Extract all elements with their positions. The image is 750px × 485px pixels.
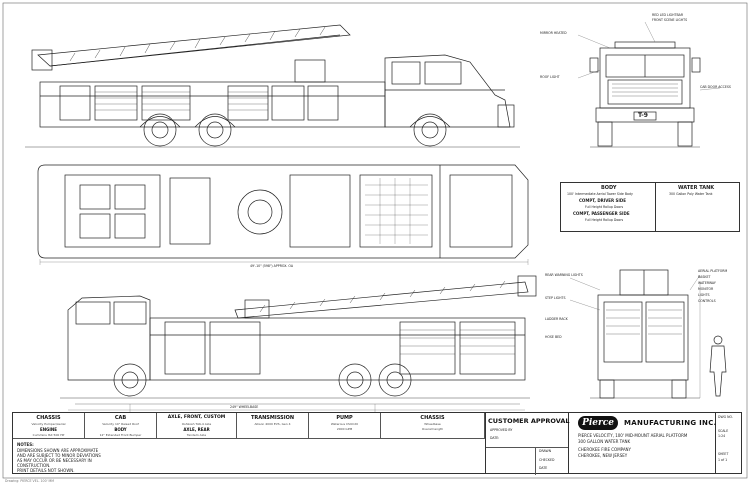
scale-label: SCALE <box>718 429 729 433</box>
body-line-1: 100' Intermediate Aerial Tower Side Body <box>567 192 633 196</box>
spec-value: Oshkosh TAK-4 Axle <box>181 422 212 426</box>
cab-number-plate: T-9 <box>638 112 648 119</box>
rear-view <box>590 269 727 399</box>
side-view-top <box>25 24 520 148</box>
note-line-1: DIMENSIONS SHOWN ARE APPROXIMATE <box>17 448 99 453</box>
notes-label: NOTES: <box>17 442 34 447</box>
callout-rear-left-3: LADDER RACK <box>545 317 568 321</box>
spec-subheading: BODY <box>114 427 127 432</box>
callout-front-left-2: ROOF LIGHT <box>540 75 560 79</box>
callout-rear-right-4: MONITOR <box>698 287 714 291</box>
spec-value: Velocity Pumper/Aerial <box>31 422 66 426</box>
callout-front-left-1: MIRROR HEATED <box>540 31 567 35</box>
description-line-4: CHEROKEE, NEW JERSEY <box>578 453 628 458</box>
spec-value: 2000 GPM <box>336 427 353 431</box>
spec-value: Velocity 10" Raised Roof <box>102 422 139 426</box>
spec-cell-dimensions: CHASSIS Wheelbase Overall length <box>381 413 485 439</box>
scale-value: 1:24 <box>718 434 726 438</box>
callout-rear-right-2: BASKET <box>698 275 711 279</box>
spec-subheading: AXLE, REAR <box>183 427 210 432</box>
body-spec-table: BODY 100' Intermediate Aerial Tower Side… <box>560 182 740 232</box>
spec-cell-chassis: CHASSIS Velocity Pumper/Aerial ENGINE Cu… <box>13 413 85 439</box>
drawn-checked-cell: DRAWN CHECKED DATE <box>535 447 569 475</box>
wheelbase-dimension: 249" WHEELBASE <box>230 405 259 409</box>
spec-heading: CHASSIS <box>36 415 61 421</box>
approval-block: APPROVED BY DATE: <box>485 413 569 473</box>
description-line-1: PIERCE VELOCITY, 100' MID-MOUNT AERIAL P… <box>578 433 688 438</box>
callout-rear-right-6: CONTROLS <box>698 299 716 303</box>
approved-by-label: APPROVED BY <box>490 428 513 432</box>
spec-heading: CAB <box>114 415 127 421</box>
body-heading: BODY <box>601 185 617 191</box>
spec-cell-cab: CAB Velocity 10" Raised Roof BODY 12" Ex… <box>85 413 157 439</box>
approval-date-label: DATE: <box>490 436 500 440</box>
spec-subheading: ENGINE <box>40 427 57 432</box>
spec-value: Overall length <box>421 427 444 431</box>
description-line-3: CHEROKEE FIRE COMPANY <box>578 447 631 452</box>
sheet-info-strip: DWG NO. SCALE 1:24 SHEET 1 of 1 <box>715 413 741 473</box>
note-line-3: AS MAY OCCUR OR BE NECESSARY IN <box>17 458 92 463</box>
drawn-label: DRAWN <box>539 449 552 453</box>
note-line-5: PRINT DETAILS NOT SHOWN. <box>17 468 75 473</box>
side-view-bottom <box>60 275 537 405</box>
spec-value: Tandem Axle <box>186 433 207 437</box>
manufacturer-name: MANUFACTURING INC. <box>624 419 717 427</box>
body-line-4: COMPT, PASSENGER SIDE <box>573 211 630 216</box>
callout-rear-right-1: AERIAL PLATFORM <box>698 269 728 273</box>
body-line-3: Full Height Rollup Doors <box>585 205 624 209</box>
sheet-value: 1 of 1 <box>718 458 728 462</box>
callout-rear-left-1: REAR WARNING LIGHTS <box>545 273 583 277</box>
spec-heading: AXLE, FRONT, CUSTOM <box>167 415 226 420</box>
note-line-2: AND ARE SUBJECT TO MINOR DEVIATIONS <box>17 453 101 458</box>
callout-front-right-1: RED LED LIGHTBAR <box>652 13 684 17</box>
body-line-2: COMPT, DRIVER SIDE <box>579 198 626 203</box>
sheet-label: SHEET <box>718 452 729 456</box>
spec-heading: PUMP <box>336 415 353 421</box>
callout-rear-left-2: STEP LIGHTS <box>545 296 566 300</box>
spec-value: Waterous CSUC20 <box>330 422 359 426</box>
water-tank-heading: WATER TANK <box>678 185 715 191</box>
spec-value: Wheelbase <box>424 422 441 426</box>
body-spec-cell: BODY 100' Intermediate Aerial Tower Side… <box>561 183 656 231</box>
spec-cell-axle: AXLE, FRONT, CUSTOM Oshkosh TAK-4 Axle A… <box>157 413 237 439</box>
front-view <box>589 41 701 148</box>
overall-length-dimension: 49'-10" (598") APPROX. OA <box>250 264 294 268</box>
water-tank-line: 300 Gallon Poly Water Tank <box>669 192 713 196</box>
dwg-number-label: DWG NO. <box>718 415 733 419</box>
customer-approval-title: CUSTOMER APPROVAL <box>488 417 570 425</box>
spec-cell-transmission: TRANSMISSION Allison 4000 EVS, Gen 4 <box>237 413 309 439</box>
corner-file-label: Drawing: PIERCE VEL. 100' MM <box>5 479 54 483</box>
spec-cell-pump: PUMP Waterous CSUC20 2000 GPM <box>309 413 381 439</box>
description-line-2: 300 GALLON WATER TANK <box>578 439 631 444</box>
callout-front-right-2: FRONT SCENE LIGHTS <box>652 18 688 22</box>
callout-front-right-3: CAB DOOR ACCESS <box>700 85 731 89</box>
spec-value: Allison 4000 EVS, Gen 4 <box>254 422 291 426</box>
note-line-4: CONSTRUCTION. <box>17 463 51 468</box>
callout-rear-right-3: WATERWAY <box>698 281 716 285</box>
approval-divider <box>486 447 568 448</box>
spec-value: 12" Extended Front Bumper <box>99 433 142 437</box>
callout-rear-left-4: HOSE BED <box>545 335 562 339</box>
pierce-logo: Pierce <box>578 416 618 430</box>
spec-heading: CHASSIS <box>420 415 445 421</box>
body-line-5: Full Height Rollup Doors <box>585 218 624 222</box>
title-block: CHASSIS Velocity Pumper/Aerial ENGINE Cu… <box>12 412 742 475</box>
spec-value: Cummins ISX 500 HP <box>32 433 65 437</box>
spec-heading: TRANSMISSION <box>250 415 295 421</box>
date-small-label: DATE <box>539 466 548 470</box>
checked-label: CHECKED <box>539 458 555 462</box>
plan-view <box>37 164 529 259</box>
callout-rear-right-5: LIGHTS <box>698 293 710 297</box>
